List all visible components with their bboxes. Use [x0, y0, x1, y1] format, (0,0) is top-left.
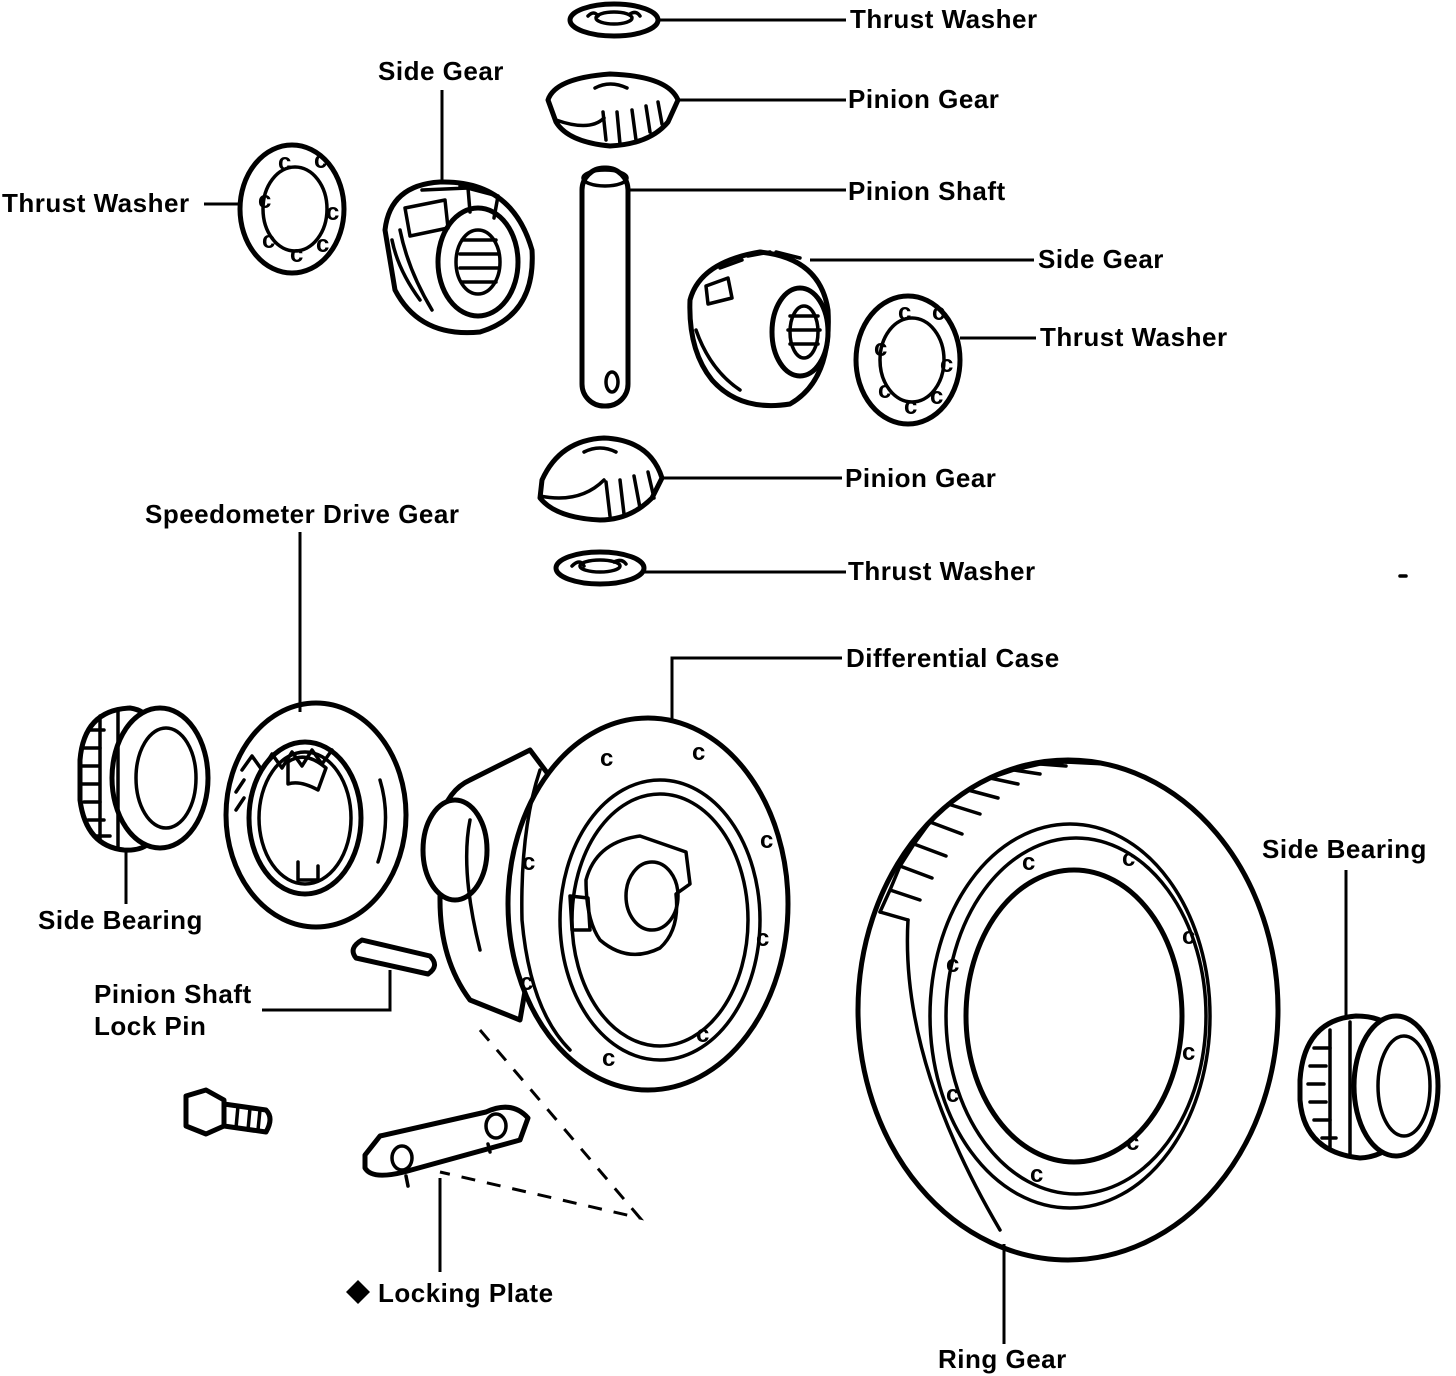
bolt-hole-mark: c [940, 351, 953, 378]
side-bearing-left [77, 705, 211, 853]
bolt [183, 1087, 273, 1137]
bolt-hole-mark: c [898, 299, 911, 326]
bolt-hole-mark: c [696, 1021, 709, 1048]
bolt-hole-mark: c [1182, 923, 1195, 950]
label-thrust-washer-top: Thrust Washer [850, 4, 1038, 34]
bolt-hole-mark: c [290, 241, 303, 268]
thrust-washer-right: c c c c c c c [853, 293, 963, 427]
bolt-hole-mark: c [756, 925, 769, 952]
bolt-hole-mark: c [904, 393, 917, 420]
label-side-gear-right: Side Gear [1038, 244, 1164, 274]
label-side-bearing-right: Side Bearing [1262, 834, 1427, 864]
label-pinion-shaft-lock-pin-2: Lock Pin [94, 1011, 206, 1041]
thrust-washer-top [567, 1, 661, 39]
ring-gear [855, 757, 1281, 1263]
bolt-hole-mark: c [946, 951, 959, 978]
pinion-shaft-lock-pin [350, 937, 437, 977]
label-thrust-washer-left: Thrust Washer [2, 188, 190, 218]
label-thrust-washer-bottom: Thrust Washer [848, 556, 1036, 586]
locking-plate [362, 1104, 531, 1188]
label-side-gear-left: Side Gear [378, 56, 504, 86]
bolt-hole-mark: c [692, 739, 705, 766]
bolt-hole-mark: c [878, 377, 891, 404]
label-speedometer-drive-gear: Speedometer Drive Gear [145, 499, 459, 529]
bolt-hole-mark: c [600, 745, 613, 772]
label-pinion-shaft: Pinion Shaft [848, 176, 1006, 206]
label-locking-plate: Locking Plate [378, 1278, 554, 1308]
label-pinion-shaft-lock-pin-1: Pinion Shaft [94, 979, 252, 1009]
bolt-hole-mark: c [326, 199, 339, 226]
label-side-bearing-left: Side Bearing [38, 905, 203, 935]
bolt-hole-mark: c [314, 147, 327, 174]
side-gear-left [382, 179, 535, 336]
bolt-hole-mark: c [316, 231, 329, 258]
speedometer-drive-gear [223, 700, 409, 930]
bolt-hole-mark: c [932, 299, 945, 326]
thrust-washer-left: c c c c c c c [237, 142, 347, 276]
pinion-gear-bottom [537, 435, 665, 523]
bolt-hole-mark: c [1126, 1129, 1139, 1156]
bolt-hole-mark: c [1122, 845, 1135, 872]
label-pinion-gear-top: Pinion Gear [848, 84, 999, 114]
bolt-hole-mark: c [258, 187, 271, 214]
pinion-gear-top [545, 71, 681, 149]
label-pinion-gear-bottom: Pinion Gear [845, 463, 996, 493]
pinion-shaft [579, 165, 631, 409]
label-ring-gear: Ring Gear [938, 1344, 1067, 1374]
differential-case [420, 715, 791, 1093]
bolt-hole-mark: c [1182, 1039, 1195, 1066]
bolt-hole-mark: c [278, 149, 291, 176]
side-gear-right [687, 249, 831, 409]
side-bearing-right [1297, 1013, 1441, 1161]
diamond-icon [346, 1280, 370, 1304]
label-thrust-washer-right: Thrust Washer [1040, 322, 1228, 352]
bolt-hole-mark: c [874, 335, 887, 362]
bolt-hole-mark: c [262, 227, 275, 254]
bolt-hole-mark: c [760, 827, 773, 854]
bolt-hole-mark: c [522, 849, 535, 876]
bolt-hole-mark: c [946, 1081, 959, 1108]
bolt-hole-mark: c [930, 383, 943, 410]
bolt-hole-mark: c [1030, 1161, 1043, 1188]
thrust-washer-bottom [553, 549, 647, 587]
bolt-hole-mark: c [520, 969, 533, 996]
label-differential-case: Differential Case [846, 643, 1060, 673]
bolt-hole-mark: c [1022, 849, 1035, 876]
bolt-hole-mark: c [602, 1045, 615, 1072]
